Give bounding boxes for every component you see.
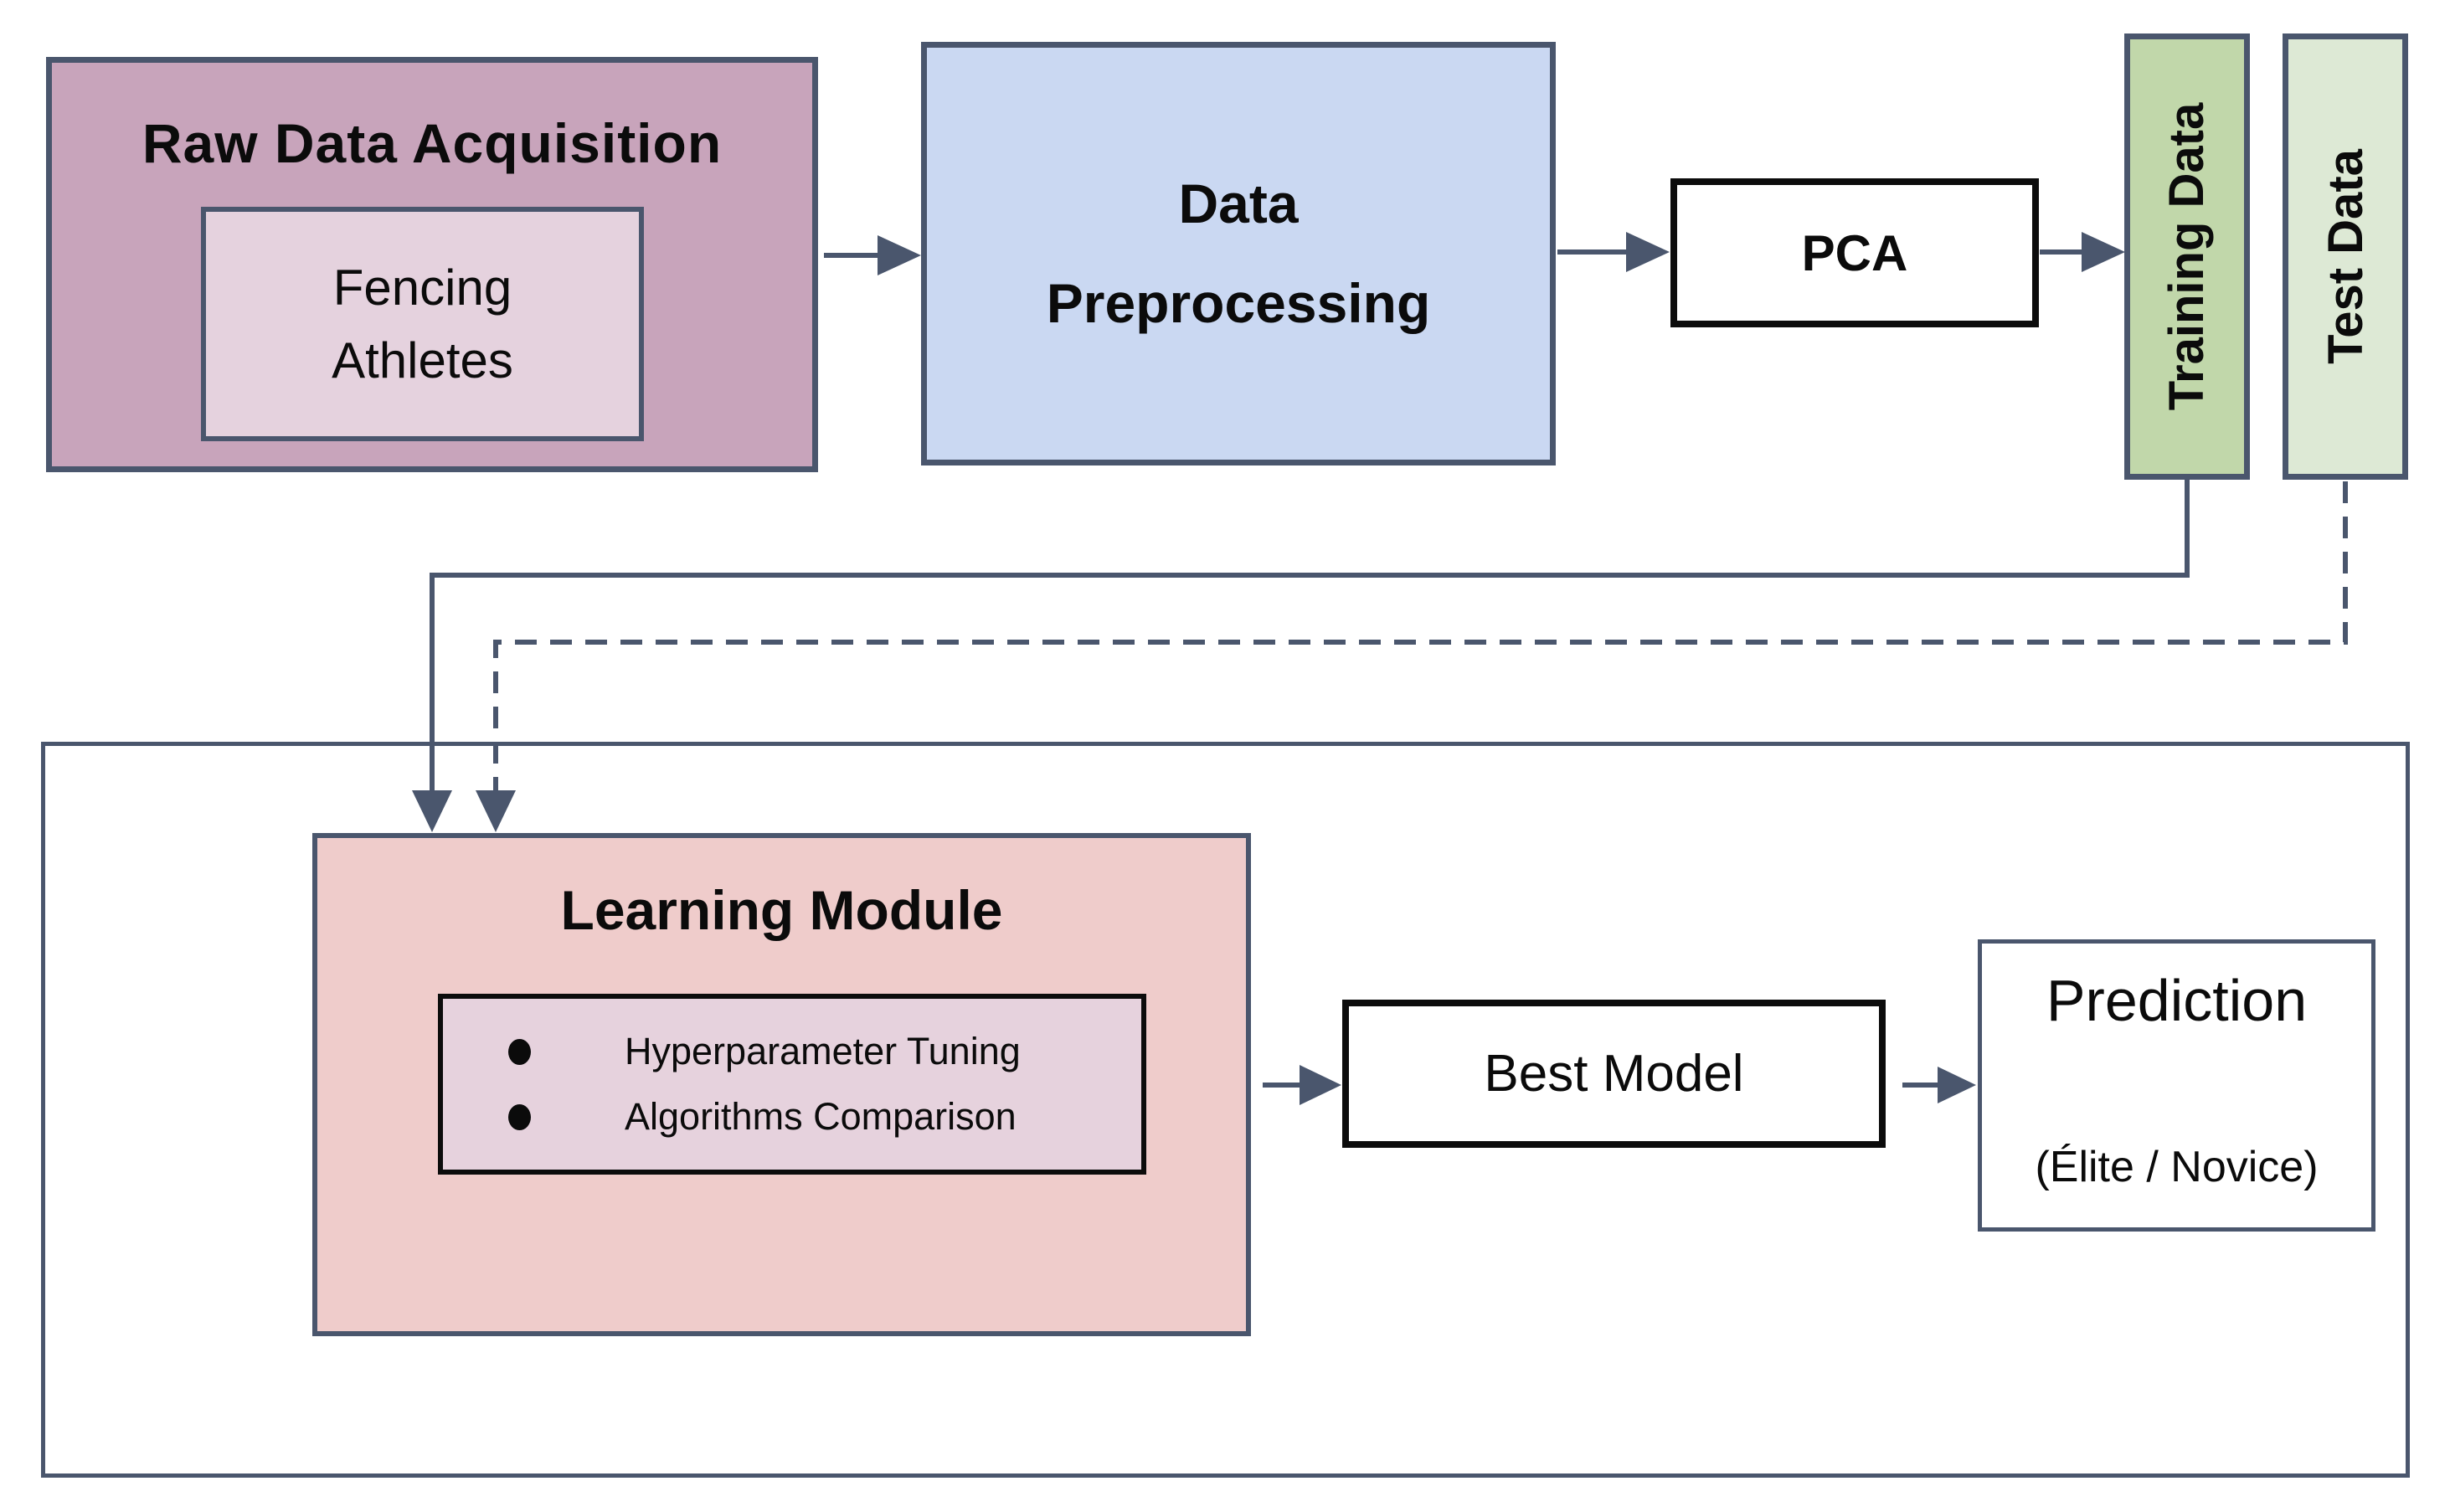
learning-module-title: Learning Module (560, 879, 1003, 941)
learning-module-item-label: Hyperparameter Tuning (625, 1030, 1021, 1072)
raw-data-acquisition-title: Raw Data Acquisition (142, 112, 723, 174)
test-data-label: Test Data (2318, 149, 2373, 364)
arrowhead-pca-to-training (2082, 232, 2125, 272)
prediction-title: Prediction (2046, 968, 2308, 1033)
prediction-box: Prediction (Élite / Novice) (1978, 939, 2375, 1232)
pca-box: PCA (1670, 178, 2039, 327)
learning-module-box: Learning Module Hyperparameter Tuning Al… (312, 833, 1251, 1336)
training-data-box: Training Data (2124, 33, 2250, 480)
best-model-label: Best Model (1484, 1045, 1744, 1103)
best-model-box: Best Model (1342, 1000, 1886, 1148)
bullet-icon (508, 1103, 531, 1130)
arrowhead-preprocessing-to-pca (1626, 232, 1670, 272)
learning-module-item: Hyperparameter Tuning (508, 1030, 1141, 1073)
learning-module-items-box: Hyperparameter Tuning Algorithms Compari… (438, 994, 1146, 1175)
test-data-box: Test Data (2283, 33, 2408, 480)
learning-module-item: Algorithms Comparison (508, 1095, 1141, 1139)
fencing-athletes-label: Fencing Athletes (332, 260, 513, 388)
data-preprocessing-box: Data Preprocessing (921, 42, 1556, 465)
arrowhead-raw-to-preprocessing (878, 235, 921, 275)
prediction-subtitle: (Élite / Novice) (2035, 1143, 2319, 1191)
fencing-athletes-box: Fencing Athletes (201, 207, 644, 441)
raw-data-acquisition-box: Raw Data Acquisition Fencing Athletes (46, 57, 818, 472)
pca-label: PCA (1801, 224, 1908, 281)
bullet-icon (508, 1038, 531, 1065)
learning-module-item-label: Algorithms Comparison (625, 1095, 1017, 1138)
training-data-label: Training Data (2159, 102, 2215, 411)
data-preprocessing-title: Data Preprocessing (1046, 172, 1431, 334)
